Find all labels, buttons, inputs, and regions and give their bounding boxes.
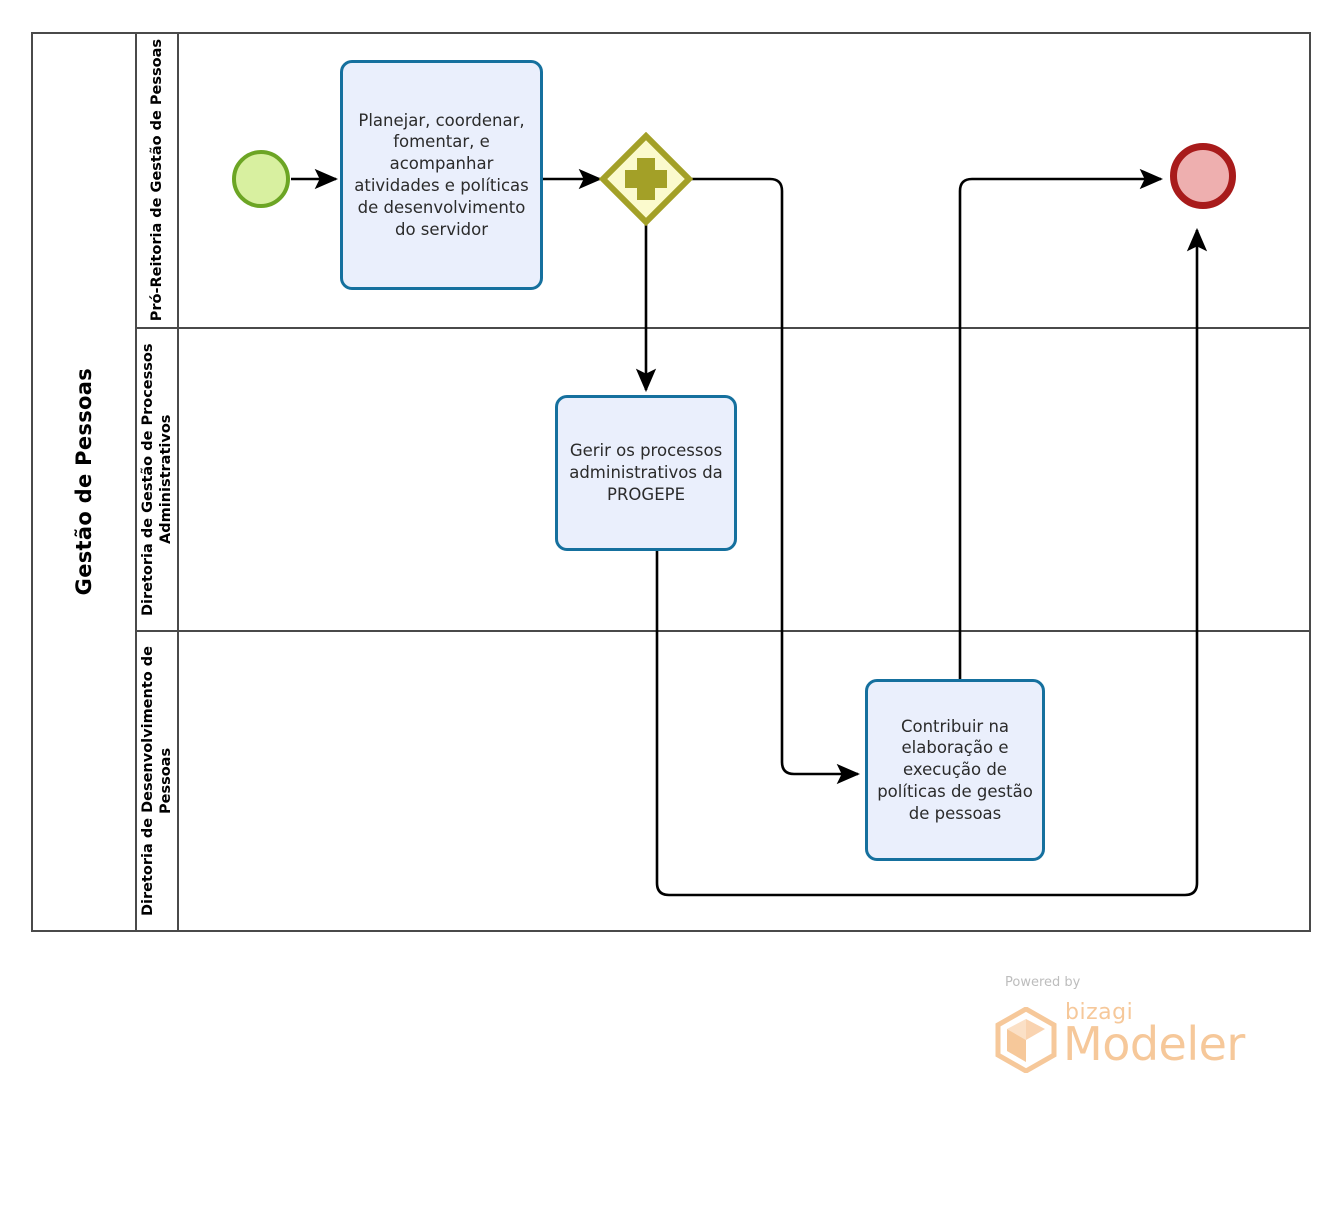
lane-label-processos-administrativos: Diretoria de Gestão de Processos Adminis…: [139, 343, 174, 616]
lane-pro-reitoria[interactable]: Pró-Reitoria de Gestão de Pessoas: [137, 34, 1309, 329]
lane-container: Pró-Reitoria de Gestão de Pessoas Direto…: [137, 34, 1309, 930]
lane-processos-administrativos[interactable]: Diretoria de Gestão de Processos Adminis…: [137, 329, 1309, 632]
bizagi-hexagon-logo: [995, 1007, 1057, 1073]
watermark-brand: bizagi: [1065, 1000, 1134, 1025]
pool-title: Gestão de Pessoas: [72, 368, 96, 596]
lane-desenvolvimento-pessoas[interactable]: Diretoria de Desenvolvimento de Pessoas: [137, 632, 1309, 930]
lane-label-pro-reitoria: Pró-Reitoria de Gestão de Pessoas: [148, 39, 165, 322]
flow-contribuir-to-end[interactable]: [958, 168, 1164, 680]
flow-gateway-to-contribuir[interactable]: [692, 177, 861, 785]
task-gerir[interactable]: Gerir os processos administrativos da PR…: [555, 395, 737, 551]
lane-header-desenvolvimento-pessoas: Diretoria de Desenvolvimento de Pessoas: [137, 632, 179, 930]
watermark-powered-by: Powered by: [1005, 975, 1081, 990]
lane-header-processos-administrativos: Diretoria de Gestão de Processos Adminis…: [137, 329, 179, 630]
flow-gerir-to-end[interactable]: [655, 227, 1208, 897]
end-event[interactable]: [1170, 143, 1236, 209]
pool-header: Gestão de Pessoas: [33, 34, 137, 930]
start-event[interactable]: [232, 150, 290, 208]
lane-label-desenvolvimento-pessoas: Diretoria de Desenvolvimento de Pessoas: [139, 646, 174, 916]
task-planejar-label: Planejar, coordenar, fomentar, e acompan…: [354, 110, 529, 239]
parallel-plus-icon: [625, 158, 667, 200]
parallel-gateway[interactable]: [598, 131, 694, 227]
task-gerir-label: Gerir os processos administrativos da PR…: [569, 441, 723, 504]
watermark-product: Modeler: [1063, 1017, 1245, 1071]
task-planejar[interactable]: Planejar, coordenar, fomentar, e acompan…: [340, 60, 543, 290]
bizagi-watermark: Powered by bizagi Modeler: [985, 975, 1275, 1075]
lane-header-pro-reitoria: Pró-Reitoria de Gestão de Pessoas: [137, 34, 179, 327]
task-contribuir-label: Contribuir na elaboração e execução de p…: [877, 716, 1033, 823]
task-contribuir[interactable]: Contribuir na elaboração e execução de p…: [865, 679, 1045, 861]
